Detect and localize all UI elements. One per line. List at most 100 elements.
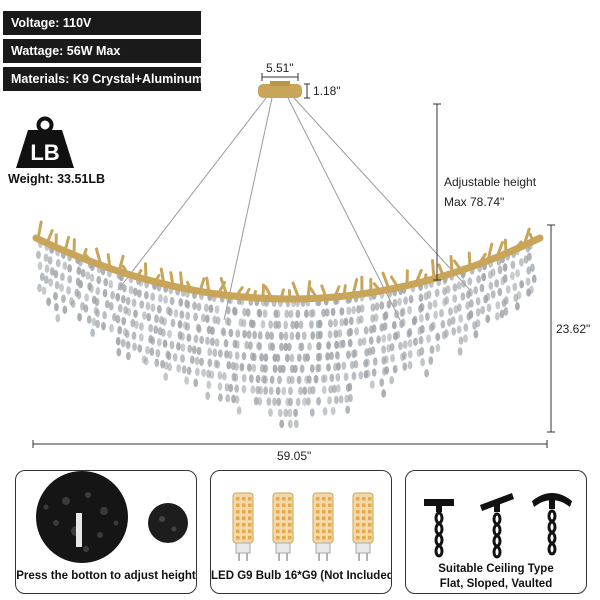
crystal-drop (348, 393, 353, 403)
crystal-drop (357, 338, 363, 347)
crystal-drop (95, 286, 101, 296)
crystal-drop (327, 330, 333, 339)
crystal-drop (134, 320, 139, 330)
crystal-drop (251, 352, 257, 362)
crystal-drop (199, 357, 204, 367)
crystal-drop (490, 268, 496, 277)
crystal-drop (505, 285, 511, 294)
crystal-drop (485, 292, 491, 302)
crystal-drop (481, 272, 487, 282)
crystal-drop (424, 369, 429, 378)
crystal-drop (445, 285, 451, 294)
crystal-drop (221, 328, 227, 337)
crystal-drop (268, 386, 274, 396)
crystal-drop (289, 331, 295, 341)
crystal-drop (85, 271, 91, 280)
crystal-drop (193, 378, 199, 388)
crystal-drop (331, 384, 337, 394)
crystal-drop (53, 291, 58, 301)
crystal-drop (387, 333, 392, 342)
branch-twig (503, 238, 508, 255)
crystal-drop (241, 384, 247, 394)
crystal-drop (215, 360, 221, 369)
crystal-drop (167, 329, 172, 339)
adjustable-height-max: Max 78.74" (444, 195, 505, 209)
crystal-drop (268, 320, 274, 329)
crystal-drop (128, 285, 134, 295)
crystal-drop (234, 395, 240, 404)
branch-twig (45, 229, 54, 245)
branch-twig (452, 259, 463, 272)
crystal-drop (125, 296, 131, 306)
crystal-drop (130, 318, 136, 328)
crystal-drop (173, 309, 179, 318)
crystal-drop (309, 320, 314, 329)
crystal-drop (162, 339, 168, 348)
crystal-drop (47, 256, 53, 265)
crystal-drop (268, 408, 273, 417)
crystal-drop (62, 305, 68, 315)
crystal-drop (265, 331, 270, 340)
crystal-drop (244, 340, 250, 350)
weight-icon: LB (16, 116, 74, 168)
branch-twig (198, 277, 206, 294)
crystal-drop (446, 318, 452, 327)
ceiling-sloped-icon (480, 493, 514, 559)
crystal-drop (390, 354, 395, 363)
crystal-drop (325, 352, 330, 361)
crystal-drop (290, 320, 296, 330)
crystal-drop (288, 397, 293, 407)
crystal-drop (444, 296, 450, 305)
crystal-drop (398, 341, 403, 351)
ceiling-caption-line1: Suitable Ceiling Type (438, 563, 554, 575)
branch-twig (135, 269, 143, 279)
branch-twig (63, 235, 71, 253)
crystal-drop (354, 327, 360, 336)
crystal-drop (124, 329, 130, 339)
crystal-drop (339, 318, 345, 327)
crystal-drop (120, 294, 126, 304)
branch-twig (522, 227, 531, 248)
crystal-drop (448, 307, 453, 316)
crystal-drop (227, 350, 233, 360)
crystal-drop (339, 307, 345, 316)
crystal-drop (162, 317, 167, 326)
crystal-drop (381, 389, 387, 398)
crystal-drop (343, 372, 349, 381)
crystal-drop (435, 343, 441, 353)
branch-twig (94, 247, 103, 267)
crystal-drop (289, 353, 295, 363)
crystal-drop (389, 376, 395, 385)
crystal-drop (138, 333, 144, 342)
voltage-spec: Voltage: 110V (3, 11, 201, 35)
crystal-drop (214, 305, 220, 314)
crystal-drop (386, 300, 392, 309)
crystal-drop (335, 384, 341, 393)
crystal-drop (177, 320, 183, 329)
crystal-drop (117, 304, 123, 313)
crystal-drops (36, 239, 537, 429)
crystal-drop (287, 419, 293, 429)
crystal-drop (346, 350, 351, 359)
crystal-drop (309, 408, 315, 417)
crystal-drop (330, 307, 336, 317)
canopy-height-label: 1.18" (313, 84, 341, 98)
crystal-drop (287, 408, 293, 418)
crystal-drop (277, 375, 282, 385)
crystal-drop (153, 325, 159, 334)
branch-twig (169, 271, 175, 288)
crystal-drop (293, 419, 299, 429)
crystal-drop (293, 408, 299, 418)
crystal-drop (145, 301, 151, 311)
crystal-drop (502, 274, 508, 283)
branch-frame (32, 234, 544, 303)
crystal-drop (426, 290, 432, 299)
crystal-drop (452, 294, 458, 303)
crystal-drop (169, 296, 175, 306)
crystal-drop (298, 386, 303, 396)
crystal-drop (170, 318, 176, 328)
crystal-drop (374, 302, 380, 311)
crystal-drop (43, 275, 49, 284)
crystal-drop (458, 336, 464, 345)
crystal-drop (160, 360, 165, 369)
